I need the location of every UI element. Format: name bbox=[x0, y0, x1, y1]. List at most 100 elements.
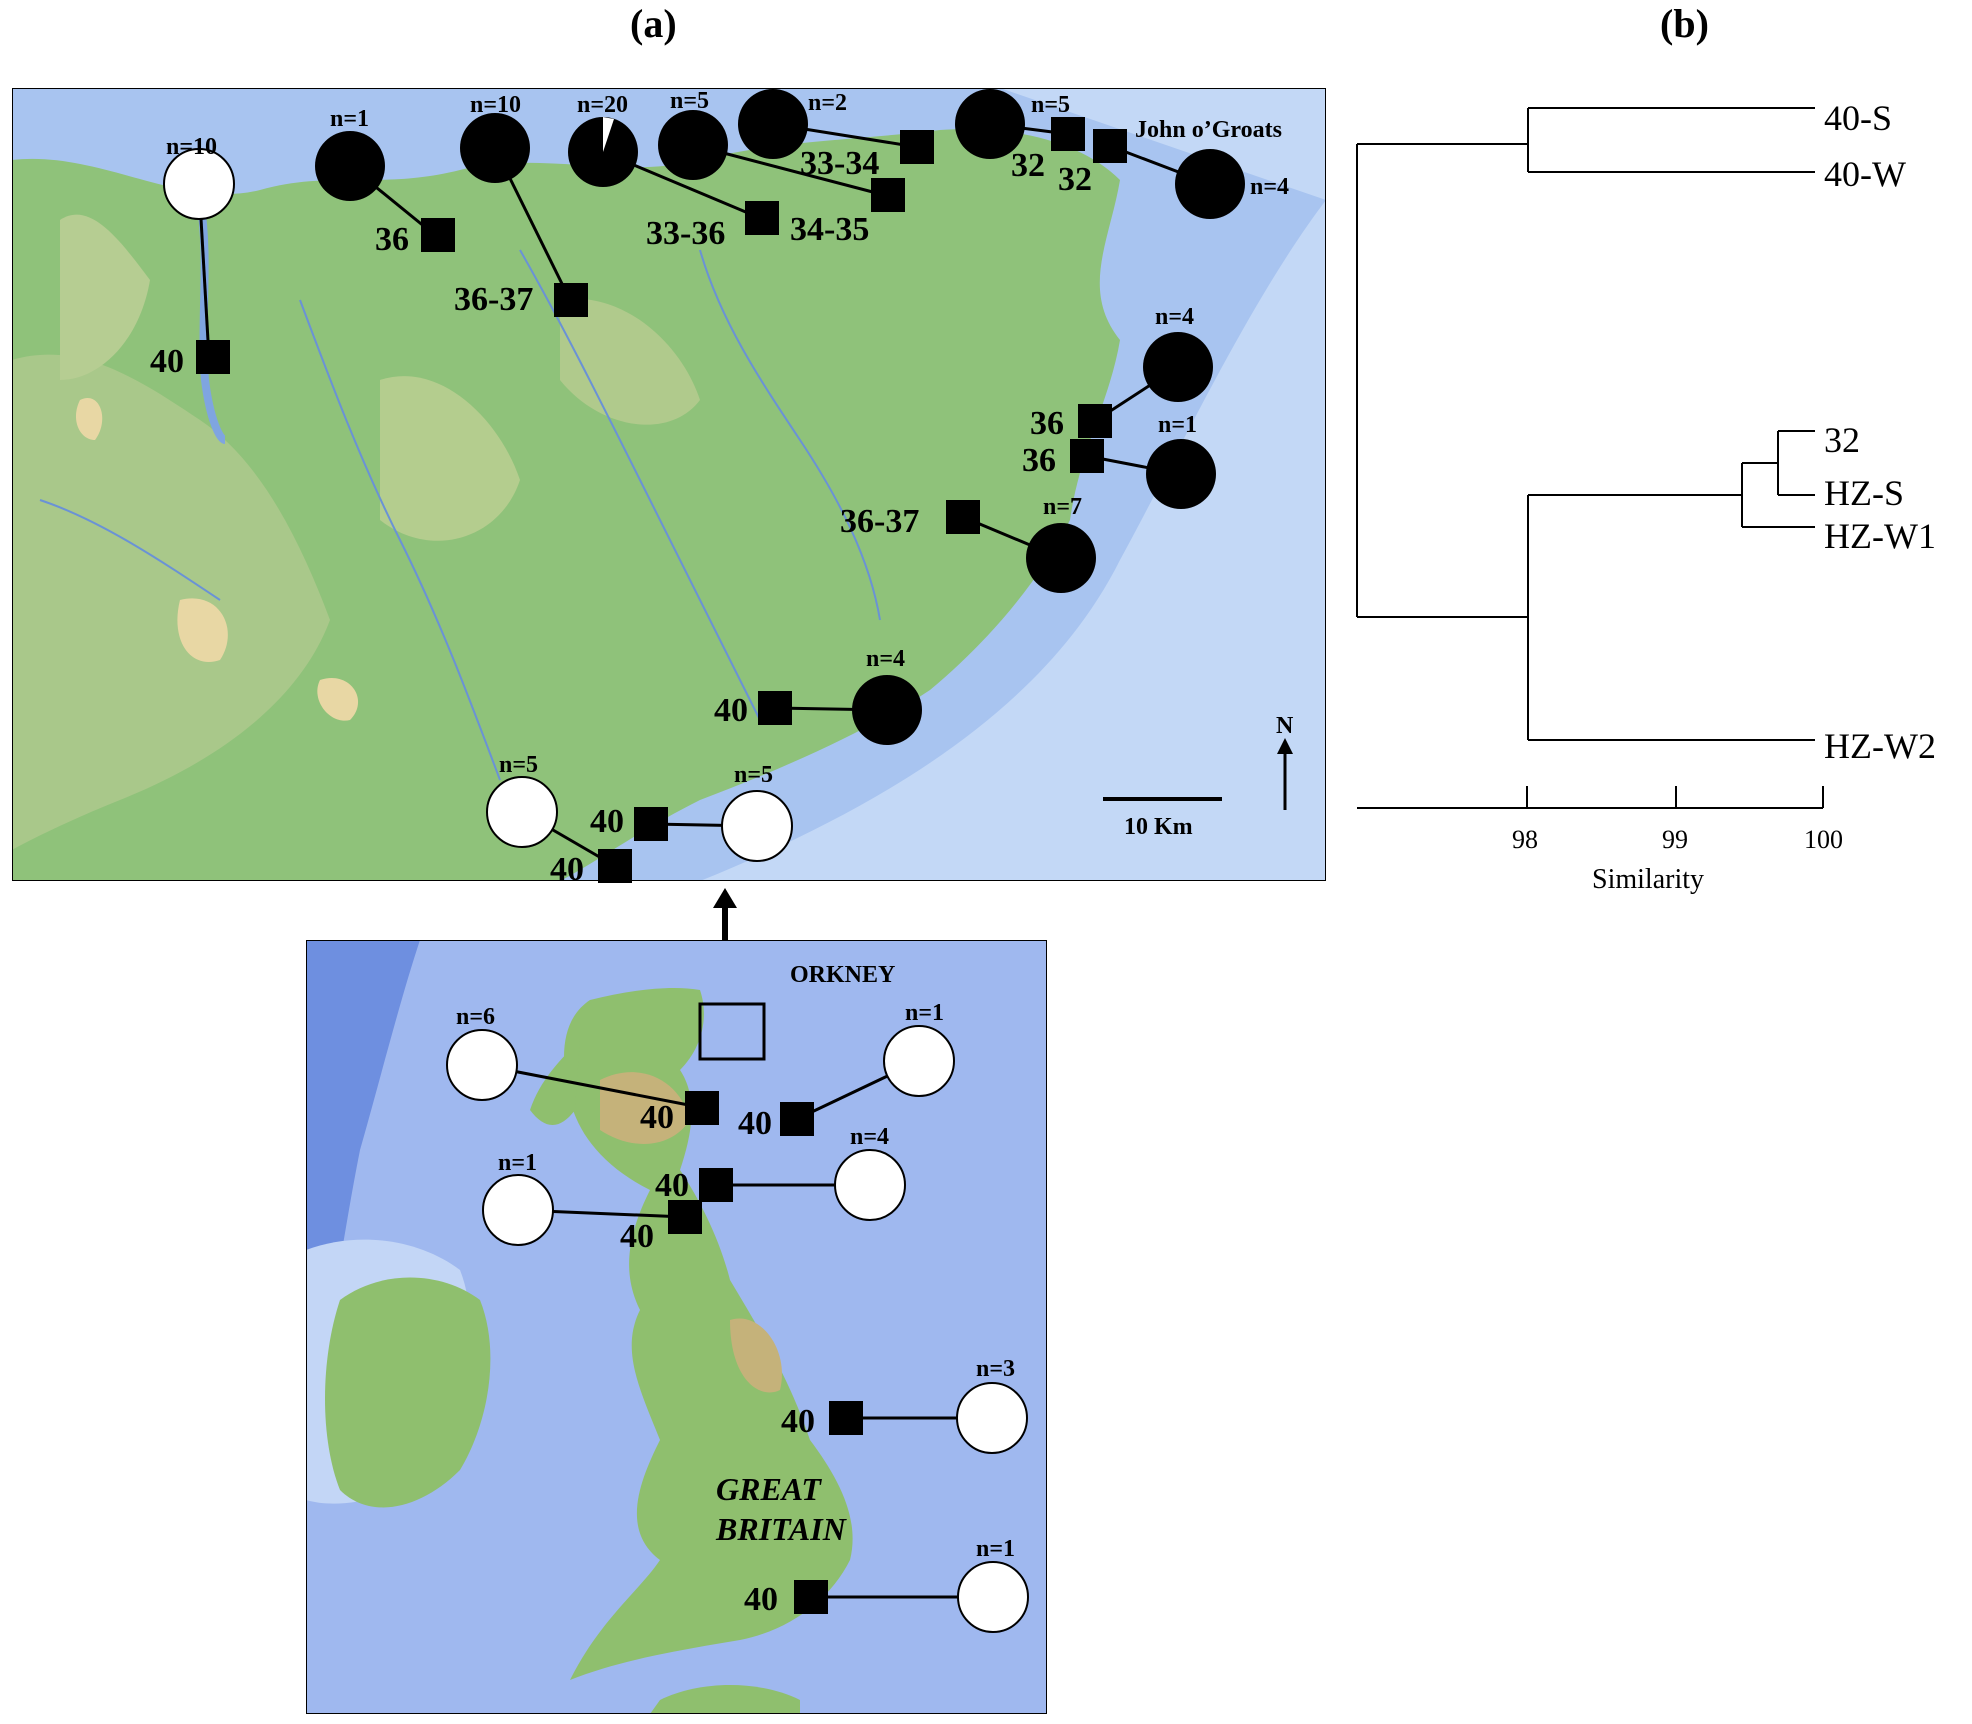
leaf-label: 40-W bbox=[1824, 154, 1906, 194]
sample-group: n=5 32 bbox=[955, 89, 1085, 184]
inset-sample-group: n=1 40 bbox=[744, 1536, 1029, 1633]
place-label-john-o-groats: John o’Groats bbox=[1135, 117, 1282, 143]
count-label: n=5 bbox=[734, 762, 773, 788]
karyotype-label: 34-35 bbox=[790, 211, 869, 248]
karyotype-label: 40 bbox=[590, 803, 624, 840]
karyotype-label: 33-36 bbox=[646, 215, 725, 252]
site-marker bbox=[794, 1580, 828, 1614]
site-marker bbox=[745, 201, 779, 235]
sample-circle bbox=[315, 131, 385, 201]
sample-group: n=4 40 bbox=[714, 646, 922, 745]
count-label: n=4 bbox=[850, 1124, 889, 1150]
site-marker bbox=[780, 1102, 814, 1136]
karyotype-label: 36 bbox=[1022, 442, 1056, 479]
sample-circle bbox=[957, 1561, 1029, 1633]
karyotype-label: 33-34 bbox=[800, 145, 879, 182]
count-label: n=10 bbox=[166, 134, 217, 160]
count-label: n=1 bbox=[498, 1150, 537, 1176]
karyotype-label: 40 bbox=[655, 1167, 689, 1204]
karyotype-label: 32 bbox=[1011, 147, 1045, 184]
site-marker bbox=[668, 1200, 702, 1234]
site-marker bbox=[1078, 404, 1112, 438]
count-label: n=5 bbox=[670, 88, 709, 114]
panel-a-label: (a) bbox=[630, 1, 677, 46]
panel-b-label: (b) bbox=[1660, 1, 1709, 46]
sample-circle bbox=[738, 89, 808, 159]
sample-circle bbox=[852, 675, 922, 745]
sample-circle bbox=[1175, 149, 1245, 219]
sample-group: n=1 36 bbox=[315, 106, 455, 258]
sample-group: n=5 40 bbox=[486, 752, 632, 888]
dendrogram bbox=[1356, 107, 1824, 809]
karyotype-label: 40 bbox=[738, 1105, 772, 1142]
sample-circle bbox=[446, 1029, 518, 1101]
label-great: GREAT bbox=[716, 1471, 822, 1507]
karyotype-label: 40 bbox=[620, 1218, 654, 1255]
sample-group: n=10 36-37 bbox=[454, 92, 588, 318]
leaf-label: HZ-W2 bbox=[1824, 726, 1936, 766]
sample-circle bbox=[721, 790, 793, 862]
sample-group: n=1 36 bbox=[1022, 412, 1216, 509]
karyotype-label: 32 bbox=[1058, 161, 1092, 198]
inset-sample-group: n=1 40 bbox=[738, 1000, 955, 1142]
karyotype-label: 40 bbox=[150, 343, 184, 380]
sample-group: n=20 33-36 bbox=[568, 92, 779, 252]
label-britain: BRITAIN bbox=[715, 1511, 848, 1547]
sample-circle bbox=[460, 113, 530, 183]
up-arrow-icon bbox=[713, 888, 737, 908]
count-label: n=1 bbox=[976, 1536, 1015, 1562]
sample-group: n=4 36 bbox=[1030, 304, 1213, 442]
map-a-terrain bbox=[12, 88, 1326, 881]
sample-circle bbox=[955, 89, 1025, 159]
site-marker bbox=[685, 1091, 719, 1125]
karyotype-label: 40 bbox=[714, 692, 748, 729]
axis-tick-label: 98 bbox=[1512, 825, 1538, 854]
karyotype-label: 40 bbox=[550, 851, 584, 888]
site-marker bbox=[1070, 439, 1104, 473]
pie-slice bbox=[603, 117, 614, 152]
count-label: n=6 bbox=[456, 1004, 495, 1030]
axis-tick-label: 100 bbox=[1804, 825, 1843, 854]
sample-group: n=4 32 bbox=[1058, 129, 1289, 219]
sample-circle bbox=[163, 148, 235, 220]
count-label: n=5 bbox=[499, 752, 538, 778]
karyotype-label: 36-37 bbox=[840, 503, 919, 540]
karyotype-label: 36 bbox=[375, 221, 409, 258]
count-label: n=4 bbox=[1155, 304, 1194, 330]
map-inset-terrain bbox=[306, 940, 1047, 1714]
sample-circle bbox=[883, 1025, 955, 1097]
inset-sample-group: n=4 40 bbox=[655, 1124, 906, 1221]
axis-title: Similarity bbox=[1592, 864, 1704, 895]
count-label: n=4 bbox=[866, 646, 905, 672]
karyotype-label: 36 bbox=[1030, 405, 1064, 442]
site-marker bbox=[758, 691, 792, 725]
sample-circle bbox=[486, 776, 558, 848]
count-label: n=1 bbox=[905, 1000, 944, 1026]
north-arrow-icon bbox=[1277, 738, 1293, 754]
scale-label: 10 Km bbox=[1124, 814, 1193, 840]
north-label: N bbox=[1276, 713, 1294, 739]
karyotype-label: 36-37 bbox=[454, 281, 533, 318]
sample-circle bbox=[1026, 523, 1096, 593]
site-marker bbox=[946, 500, 980, 534]
site-marker bbox=[1093, 129, 1127, 163]
leaf-label: HZ-S bbox=[1824, 473, 1904, 513]
site-marker bbox=[196, 340, 230, 374]
site-marker bbox=[871, 178, 905, 212]
site-marker bbox=[900, 130, 934, 164]
count-label: n=3 bbox=[976, 1356, 1015, 1382]
site-marker bbox=[421, 218, 455, 252]
sample-group: n=5 34-35 bbox=[658, 88, 905, 248]
inset-sample-group: n=3 40 bbox=[781, 1356, 1028, 1454]
sample-group: n=2 33-34 bbox=[738, 89, 934, 182]
leaf-label: 32 bbox=[1824, 420, 1860, 460]
count-label: n=10 bbox=[470, 92, 521, 118]
sample-group: n=5 40 bbox=[590, 762, 793, 862]
karyotype-label: 40 bbox=[640, 1099, 674, 1136]
count-label: n=1 bbox=[330, 106, 369, 132]
inset-sample-group: n=6 40 bbox=[446, 1004, 719, 1136]
site-marker bbox=[829, 1401, 863, 1435]
sample-group: n=7 36-37 bbox=[840, 494, 1096, 593]
count-label: n=7 bbox=[1043, 494, 1082, 520]
